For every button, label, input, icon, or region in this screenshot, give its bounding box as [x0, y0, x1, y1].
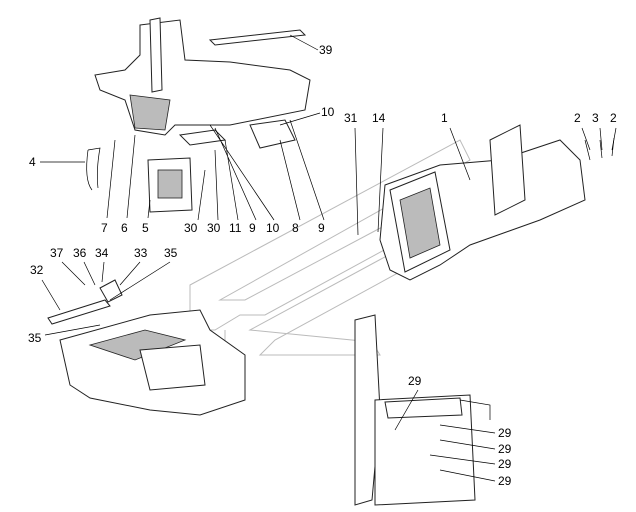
floor-assembly — [47, 279, 246, 416]
callout-label-5: 5 — [142, 221, 149, 235]
callout-label-39: 39 — [319, 43, 333, 57]
callout-label-10: 10 — [266, 221, 280, 235]
leader-lines — [40, 34, 617, 482]
callout-label-1: 1 — [441, 111, 448, 125]
callout-label-35: 35 — [28, 331, 42, 345]
callout-label-32: 32 — [30, 263, 44, 277]
callout-label-31: 31 — [344, 111, 358, 125]
callout-label-14: 14 — [372, 111, 386, 125]
callout-label-9: 9 — [318, 221, 325, 235]
callout-label-2: 2 — [574, 111, 581, 125]
callout-label-6: 6 — [121, 221, 128, 235]
callout-label-10: 10 — [321, 105, 335, 119]
callout-label-9: 9 — [249, 221, 256, 235]
callout-label-11: 11 — [229, 221, 242, 235]
callout-label-4: 4 — [29, 155, 36, 169]
callout-label-35: 35 — [164, 246, 178, 260]
callout-label-29: 29 — [498, 442, 512, 456]
callout-label-29: 29 — [498, 426, 512, 440]
callout-label-29: 29 — [408, 374, 422, 388]
side-panel-assembly — [354, 314, 491, 506]
callout-label-33: 33 — [134, 246, 148, 260]
callout-label-8: 8 — [292, 221, 299, 235]
callout-label-30: 30 — [184, 221, 198, 235]
callout-label-3: 3 — [592, 111, 599, 125]
upper-frame-assembly — [86, 17, 311, 213]
callout-label-37: 37 — [50, 246, 64, 260]
callout-label-36: 36 — [73, 246, 87, 260]
callout-label-29: 29 — [498, 457, 512, 471]
callout-label-2: 2 — [610, 111, 617, 125]
callout-label-34: 34 — [95, 246, 109, 260]
callout-label-30: 30 — [207, 221, 221, 235]
cab-frame-assembly — [379, 124, 615, 281]
callout-label-7: 7 — [101, 221, 108, 235]
callout-label-29: 29 — [498, 474, 512, 488]
